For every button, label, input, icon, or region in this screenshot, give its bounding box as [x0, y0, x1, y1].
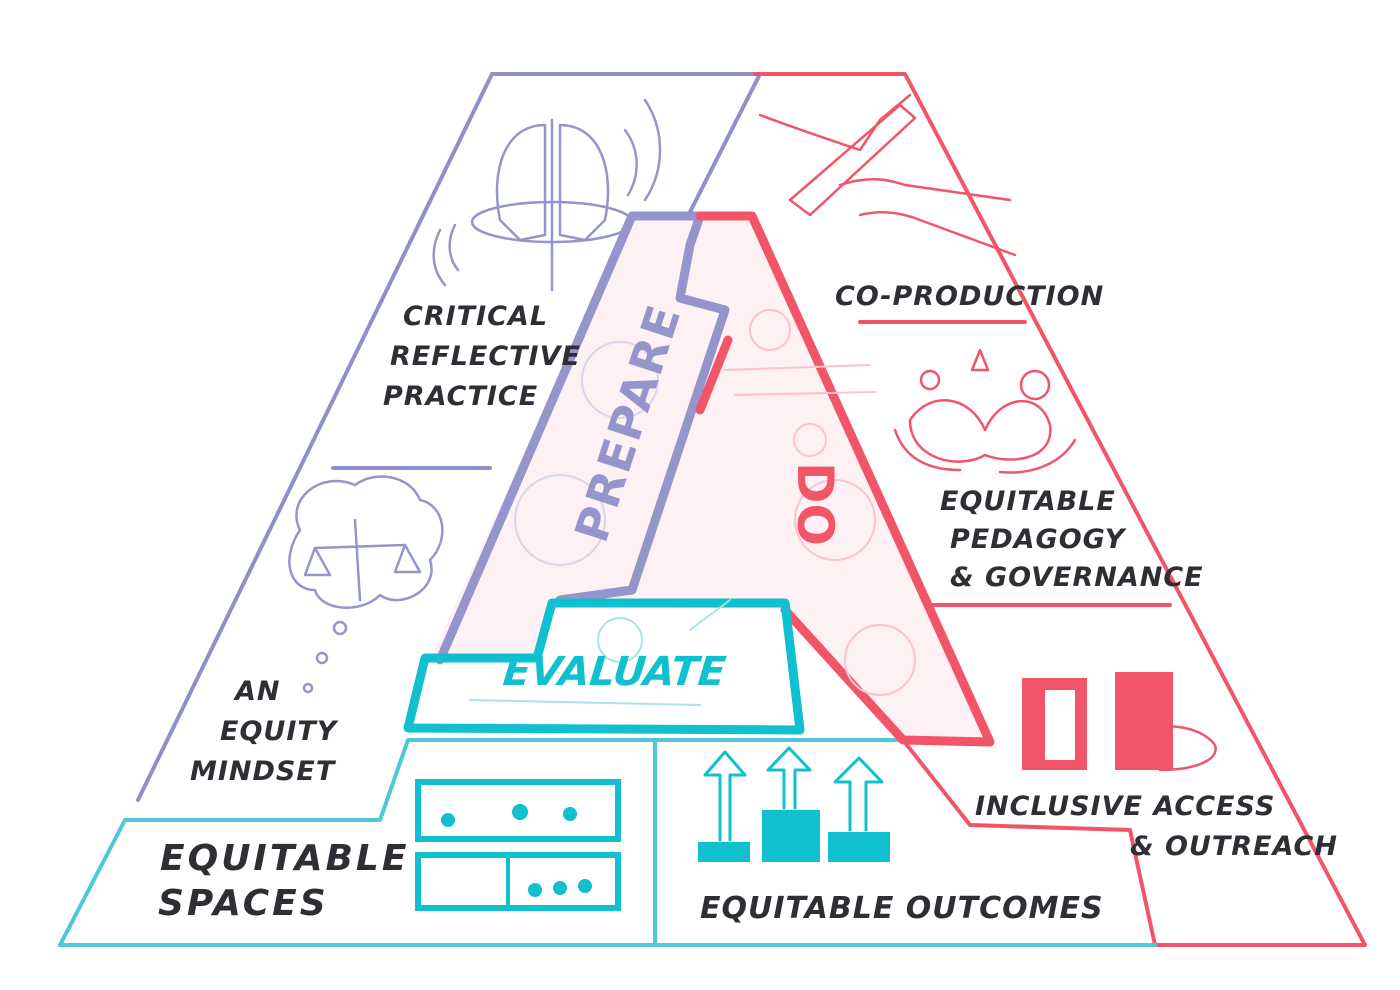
label-line: AN: [233, 676, 281, 707]
equitable-spaces-label: EQUITABLE SPACES: [158, 838, 409, 924]
equitable-pedagogy-label: EQUITABLE PEDAGOGY & GOVERNANCE: [940, 486, 1204, 593]
do-label: DO: [786, 462, 844, 546]
base-outline: [58, 738, 1157, 947]
co-production-label: CO-PRODUCTION: [835, 281, 1104, 312]
inclusive-access-label: INCLUSIVE ACCESS & OUTREACH: [975, 791, 1338, 862]
equity-mindset-label: AN EQUITY MINDSET: [190, 676, 339, 787]
open-door-icon: [1022, 672, 1217, 772]
label-line: SPACES: [158, 883, 329, 924]
label-line: EQUITY: [220, 716, 339, 747]
scales-of-justice-thought-icon: [288, 475, 444, 694]
right-leg-outline: [753, 72, 1367, 947]
classroom-panels-icon: [415, 779, 621, 911]
rising-arrows-icon: [698, 746, 890, 862]
inner-sketch-faint: [469, 309, 916, 706]
evaluate-label: EVALUATE: [501, 649, 728, 695]
inner-a-shape: [403, 211, 995, 747]
community-hands-icon: [893, 348, 1077, 474]
equitable-outcomes-label: EQUITABLE OUTCOMES: [700, 891, 1104, 926]
reflective-heads-icon: [432, 98, 662, 292]
critical-reflective-practice-label: CRITICAL REFLECTIVE PRACTICE: [383, 301, 581, 412]
label-line: EQUITABLE: [160, 838, 409, 879]
label-line: REFLECTIVE: [390, 341, 581, 372]
left-leg-outline: [136, 72, 762, 802]
label-line: EQUITABLE: [940, 486, 1116, 517]
label-line: PRACTICE: [383, 381, 538, 412]
label-line: & OUTREACH: [1130, 831, 1338, 862]
handshake-baton-icon: [758, 93, 1017, 257]
label-line: CRITICAL: [403, 301, 548, 332]
label-line: & GOVERNANCE: [950, 562, 1204, 593]
label-line: PEDAGOGY: [950, 524, 1127, 555]
label-line: INCLUSIVE ACCESS: [975, 791, 1275, 822]
label-line: MINDSET: [190, 756, 337, 787]
